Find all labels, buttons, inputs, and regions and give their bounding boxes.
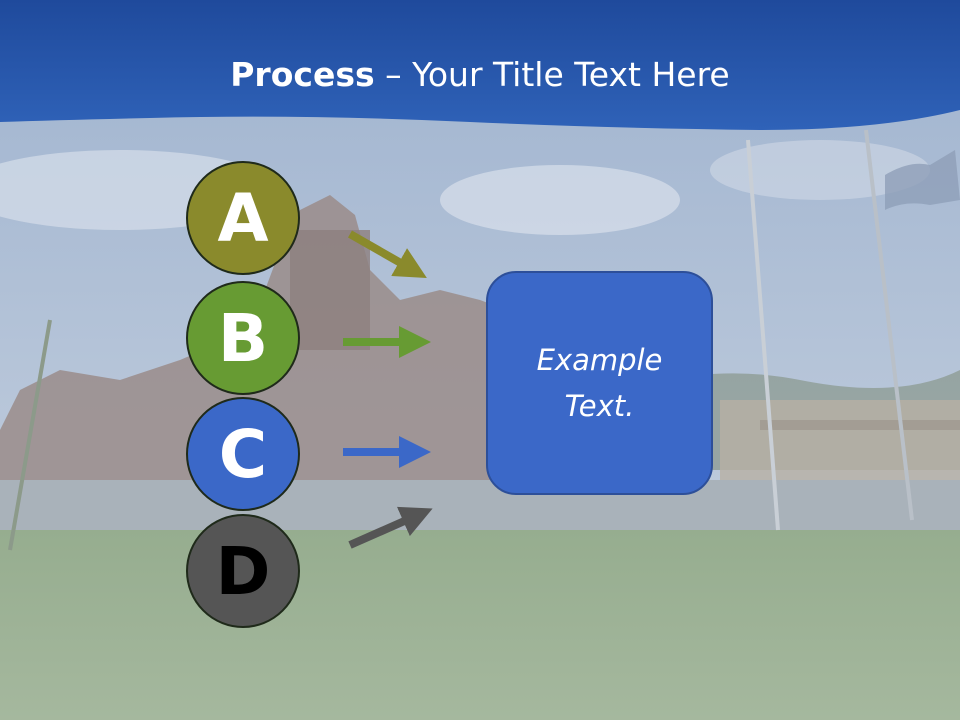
slide-title: Process – Your Title Text Here: [0, 52, 960, 98]
step-a-letter: A: [217, 179, 269, 257]
step-c-circle: C: [186, 397, 300, 511]
step-d-circle: D: [186, 514, 300, 628]
title-rest: – Your Title Text Here: [374, 55, 730, 94]
title-bold: Process: [230, 55, 375, 94]
step-d-letter: D: [215, 532, 271, 610]
arrow-d: [348, 506, 433, 549]
step-c-letter: C: [218, 415, 268, 493]
step-b-circle: B: [186, 281, 300, 395]
step-a-circle: A: [186, 161, 300, 275]
arrow-a: [348, 230, 427, 278]
step-b-letter: B: [217, 299, 269, 377]
